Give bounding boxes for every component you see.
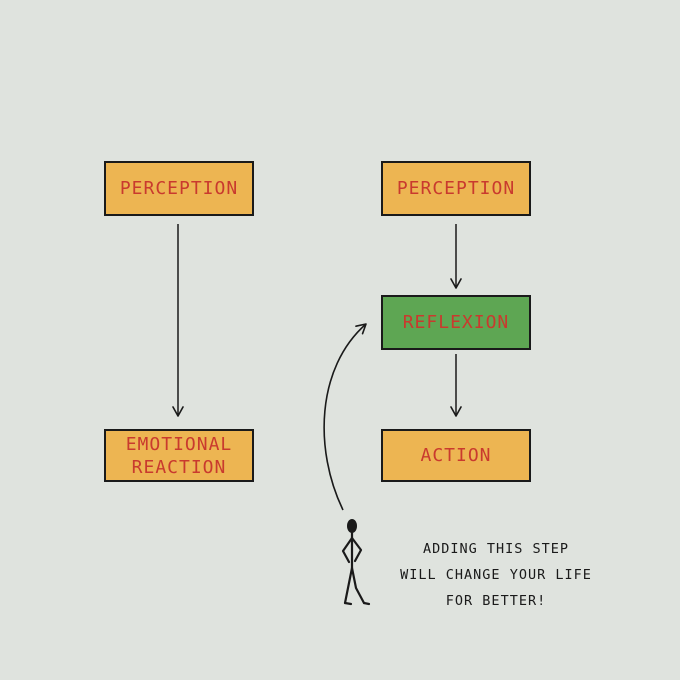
emotional-reaction-box: EMOTIONAL REACTION: [104, 429, 254, 482]
perception-label-left: PERCEPTION: [119, 178, 239, 199]
action-label: ACTION: [420, 445, 492, 466]
perception-box-right: PERCEPTION: [381, 161, 531, 216]
caption-line-3: FOR BETTER!: [445, 593, 547, 609]
caption-line-1: ADDING THIS STEP: [422, 541, 570, 557]
reflexion-label: REFLEXION: [402, 312, 510, 333]
perception-label-right: PERCEPTION: [396, 178, 516, 199]
emotional-reaction-label: EMOTIONAL REACTION: [125, 433, 233, 478]
stick-figure-icon: [341, 519, 371, 606]
reflexion-box: REFLEXION: [381, 295, 531, 350]
action-box: ACTION: [381, 429, 531, 482]
caption-line-2: WILL CHANGE YOUR LIFE: [400, 567, 592, 583]
caption-text: ADDING THIS STEP WILL CHANGE YOUR LIFE F…: [382, 536, 610, 614]
arrow-figure-to-reflexion: [323, 323, 367, 511]
perception-box-left: PERCEPTION: [104, 161, 254, 216]
